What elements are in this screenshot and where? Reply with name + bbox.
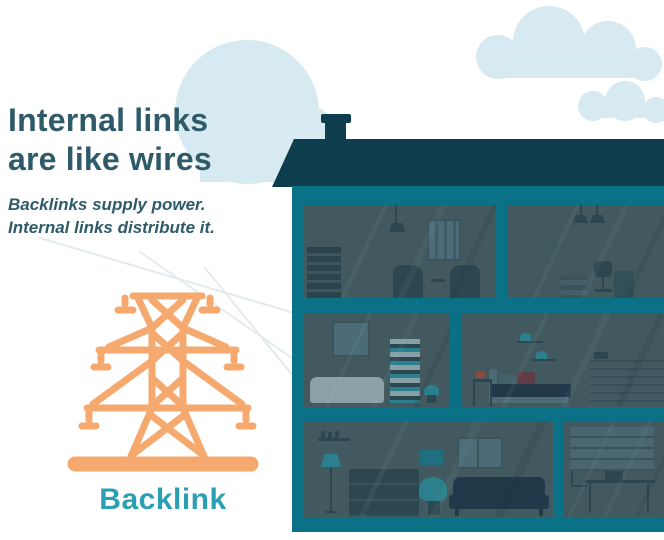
floor-lamp-stem: [330, 467, 332, 511]
house-wall: [292, 186, 664, 532]
floor-lamp-icon: [321, 454, 341, 467]
table: [585, 480, 655, 483]
armchair-icon: [450, 265, 480, 298]
plant-icon: [520, 333, 531, 341]
page-subtitle: Backlinks supply power. Internal links d…: [8, 193, 215, 239]
sideboard: [349, 469, 419, 517]
room-office: [508, 205, 664, 298]
room-bedroom: [461, 313, 664, 407]
bed-base: [494, 397, 568, 403]
window-curtains: [427, 219, 461, 261]
sofa-back: [453, 477, 545, 497]
bed-blanket: [491, 384, 571, 397]
towel-shelf: [390, 339, 420, 403]
pillow: [499, 374, 515, 385]
pendant-lamp-icon: [590, 215, 605, 223]
armchair-icon: [393, 265, 423, 298]
table-leg: [647, 483, 649, 513]
sofa-icon: [449, 495, 549, 509]
plant-icon: [536, 351, 547, 359]
page-title-line1: Internal links: [8, 102, 209, 138]
pendant-cord: [596, 205, 598, 215]
wall-art: [420, 450, 443, 465]
dresser-item: [594, 352, 608, 359]
page-title-line2: are like wires: [8, 141, 212, 177]
nightstand: [473, 379, 492, 406]
page-title: Internal links are like wires: [8, 101, 212, 179]
room-den: [563, 421, 664, 517]
page-subtitle-line1: Backlinks supply power.: [8, 195, 206, 214]
table-leg: [589, 483, 591, 513]
drawer-unit: [561, 275, 587, 298]
pendant-cord: [580, 205, 582, 215]
dresser: [590, 360, 664, 403]
backlink-label: Backlink: [99, 483, 227, 516]
wall-shelf: [531, 359, 557, 361]
wall-shelf: [318, 438, 350, 441]
book: [321, 431, 325, 438]
desk-icon: [614, 271, 634, 298]
sofa-leg: [455, 509, 459, 516]
plant-icon: [424, 385, 439, 396]
wall-shelf: [517, 341, 543, 343]
chimney: [325, 122, 346, 144]
cloud-icon: [175, 6, 664, 184]
plant-pot: [428, 501, 440, 515]
side-table: [431, 279, 445, 298]
bathtub-icon: [310, 377, 384, 403]
roof: [272, 114, 664, 187]
plant-pot: [427, 395, 436, 403]
room-bathroom: [304, 313, 450, 407]
window: [457, 437, 503, 469]
wall-shelf: [538, 247, 562, 249]
office-chair-icon: [594, 261, 612, 277]
chair-seat: [571, 485, 587, 487]
plant-icon: [419, 477, 447, 501]
book: [335, 431, 339, 438]
sofa-leg: [539, 509, 543, 516]
room-study: [303, 205, 496, 298]
book: [328, 432, 332, 438]
pillow-red: [517, 372, 535, 385]
office-chair-post: [602, 277, 604, 289]
chair-back: [571, 471, 573, 487]
pendant-lamp-icon: [573, 215, 588, 223]
floor-lamp-base: [325, 511, 337, 513]
bookshelf-icon: [307, 247, 341, 298]
page-subtitle-line2: Internal links distribute it.: [8, 218, 215, 237]
pendant-lamp-icon: [389, 223, 405, 232]
transmission-tower-icon: [67, 292, 259, 472]
shelving-unit: [570, 427, 654, 471]
chimney-cap: [321, 114, 351, 123]
table-lamp-icon: [476, 371, 485, 378]
office-chair-base: [594, 289, 612, 292]
roof-face: [272, 139, 664, 187]
bathroom-window: [332, 321, 370, 357]
pendant-cord: [395, 205, 397, 223]
laptop-icon: [605, 471, 623, 480]
room-living-room: [303, 421, 553, 517]
